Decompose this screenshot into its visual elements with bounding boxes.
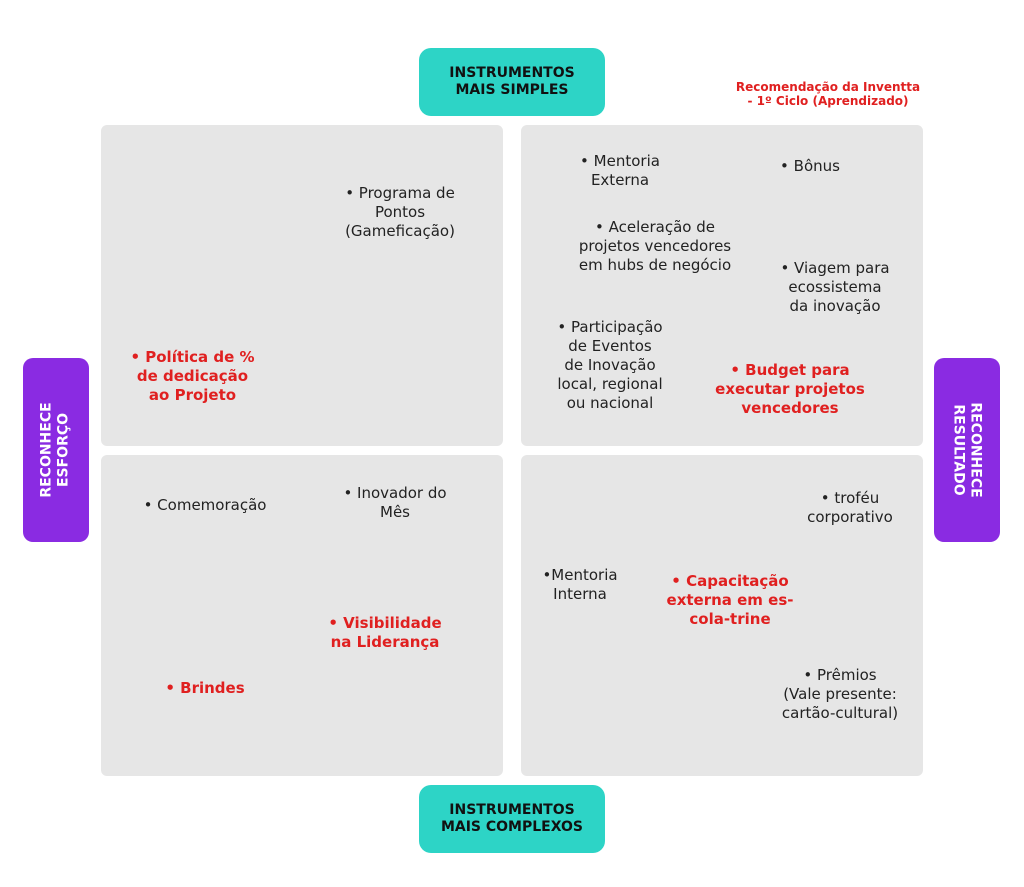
right-axis-badge: RECONHECE RESULTADO (934, 358, 1000, 542)
item-brindes: • Brindes (165, 679, 245, 697)
quadrant-bottom-left (101, 455, 503, 776)
item-budget: • Budget para executar projetos vencedor… (715, 361, 865, 417)
top-axis-badge: INSTRUMENTOS MAIS SIMPLES (419, 48, 605, 116)
quadrant-top-right (521, 125, 923, 446)
item-viagem: • Viagem para ecossistema da inovação (780, 259, 890, 315)
left-axis-badge: RECONHECE ESFORÇO (23, 358, 89, 542)
item-bonus: • Bônus (780, 157, 840, 175)
item-trofeu: • troféu corporativo (807, 489, 893, 526)
item-capacitacao: • Capacitação externa em es- cola-trine (666, 572, 794, 628)
item-premios: • Prêmios (Vale presente: cartão-cultura… (781, 666, 899, 722)
item-programa-de-pontos: • Programa de Pontos (Gameficação) (345, 184, 455, 240)
quadrant-top-left (101, 125, 503, 446)
right-axis-label: RECONHECE RESULTADO (951, 402, 985, 498)
bottom-axis-label: INSTRUMENTOS MAIS COMPLEXOS (440, 802, 584, 835)
left-axis-label: RECONHECE ESFORÇO (39, 402, 73, 498)
item-mentoria-interna: •Mentoria Interna (542, 566, 618, 603)
item-visibilidade: • Visibilidade na Liderança (328, 614, 442, 651)
item-aceleracao: • Aceleração de projetos vencedores em h… (578, 218, 732, 274)
item-inovador-do-mes: • Inovador do Mês (343, 484, 447, 521)
item-politica-dedicacao: • Política de % de dedicação ao Projeto (130, 348, 255, 404)
bottom-axis-badge: INSTRUMENTOS MAIS COMPLEXOS (419, 785, 605, 853)
item-comemoracao: • Comemoração (143, 496, 267, 514)
item-participacao-eventos: • Participação de Eventos de Inovação lo… (557, 318, 663, 412)
item-mentoria-externa: • Mentoria Externa (580, 152, 660, 189)
top-axis-label: INSTRUMENTOS MAIS SIMPLES (449, 65, 575, 98)
recommendation-note: Recomendação da Inventta - 1º Ciclo (Apr… (735, 80, 921, 108)
quadrant-bottom-right (521, 455, 923, 776)
